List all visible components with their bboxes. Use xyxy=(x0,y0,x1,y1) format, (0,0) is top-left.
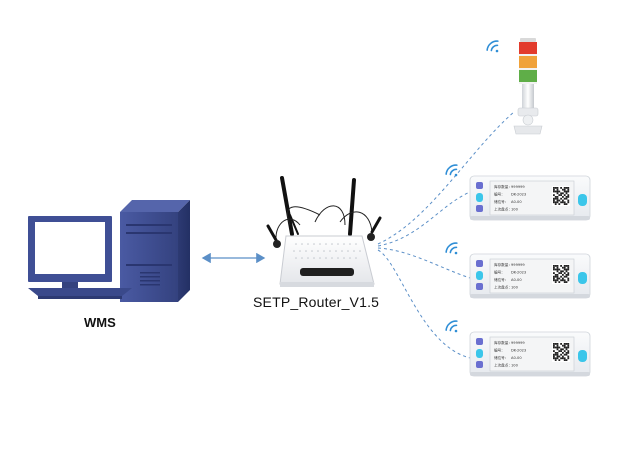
tag-button xyxy=(476,205,483,212)
tag-text: 库存数量： xyxy=(494,184,512,189)
tag-text: 库存数量： xyxy=(494,340,512,345)
qr-code-icon xyxy=(552,186,570,206)
link-to-light xyxy=(377,111,515,245)
wifi-icon xyxy=(445,320,458,333)
router-antenna xyxy=(348,178,356,236)
tag-button xyxy=(476,271,483,280)
tag-text: 上次盘点： xyxy=(494,207,512,212)
tag-value: 999999 xyxy=(511,263,525,267)
tag-text: 储位号： xyxy=(494,199,508,204)
wireless-links xyxy=(377,111,515,359)
wifi-icon xyxy=(486,40,499,53)
tag-value: 999999 xyxy=(511,185,525,189)
tag-text: 编号： xyxy=(494,270,505,275)
router-slot xyxy=(300,268,354,276)
computer-monitor xyxy=(28,216,132,299)
tag-button xyxy=(476,182,483,189)
tag-button xyxy=(578,194,587,206)
computer-tower xyxy=(120,200,190,302)
router-antenna xyxy=(280,176,294,236)
tag-button xyxy=(476,283,483,290)
link-to-tag-3 xyxy=(377,249,471,359)
tag-value: A0-00 xyxy=(511,200,522,204)
tag-text: 上次盘点： xyxy=(494,285,512,290)
qr-code-icon xyxy=(552,342,570,362)
tag-button xyxy=(476,260,483,267)
tag-value: 100 xyxy=(511,286,519,290)
tag-value: A0-00 xyxy=(511,278,522,282)
tag-value: DK-2023 xyxy=(511,193,526,197)
tag-text: 编号： xyxy=(494,348,505,353)
tag-button xyxy=(578,350,587,362)
signal-tower-light xyxy=(486,38,543,135)
qr-code-icon xyxy=(552,264,570,284)
link-to-tag-2 xyxy=(377,247,471,279)
tag-text: 编号： xyxy=(494,192,505,197)
wms-label: WMS xyxy=(84,315,116,330)
tag-text: 储位号： xyxy=(494,355,508,360)
tag-text: 库存数量： xyxy=(494,262,512,267)
tag-button xyxy=(476,338,483,345)
link-to-tag-1 xyxy=(377,191,471,247)
tag-value: 100 xyxy=(511,208,519,212)
router-device xyxy=(266,176,382,287)
tag-button xyxy=(476,193,483,202)
wms-computer xyxy=(28,200,190,302)
tag-value: DK-2023 xyxy=(511,349,526,353)
tag-value: 999999 xyxy=(511,341,525,345)
tag-button xyxy=(476,349,483,358)
router-label: SETP_Router_V1.5 xyxy=(253,294,380,310)
tag-button xyxy=(476,361,483,368)
tag-value: 100 xyxy=(511,364,519,368)
tag-text: 储位号： xyxy=(494,277,508,282)
wifi-icon xyxy=(445,242,458,255)
tag-text: 上次盘点： xyxy=(494,363,512,368)
wifi-icon xyxy=(445,164,458,177)
tag-value: A0-00 xyxy=(511,356,522,360)
tag-button xyxy=(578,272,587,284)
tag-value: DK-2023 xyxy=(511,271,526,275)
